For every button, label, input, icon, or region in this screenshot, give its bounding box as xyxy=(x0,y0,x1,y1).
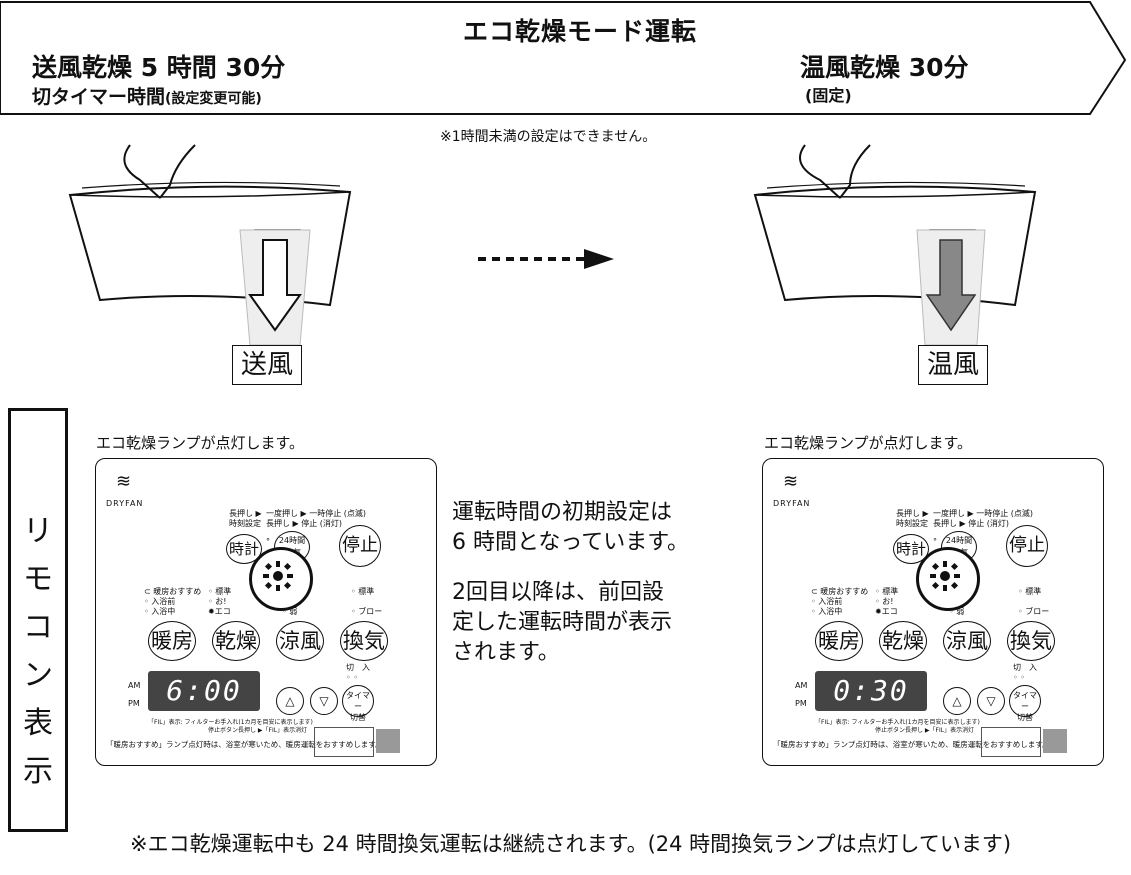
heat-options: ⊂ 暖房おすすめ◦ 入浴前◦ 入浴中 xyxy=(811,587,869,616)
stop-hint: 一度押し ▶ 一時停止 (点滅)長押し ▶ 停止 (消灯) xyxy=(933,509,1034,528)
cool-button[interactable]: 涼風 xyxy=(276,621,324,661)
eco-lamp-icon xyxy=(263,561,293,591)
fil-note: 「FIL」表示: フィルターお手入れ(1カ月を目安に表示します)停止ボタン長押し… xyxy=(148,719,313,734)
timer-switch-button[interactable]: タイマー切替 xyxy=(1009,685,1041,722)
transition-arrow-icon xyxy=(478,249,614,269)
min-setting-note: ※1時間未満の設定はできません。 xyxy=(440,129,657,145)
dryer-unit-left xyxy=(68,144,352,346)
vent-options: ◦ 標準◦ ブロー xyxy=(1018,587,1050,616)
timer-off-on-label: 切 入◦ ◦ xyxy=(346,663,370,682)
lamp-note-right: エコ乾燥ランプが点灯します。 xyxy=(764,434,973,452)
am-label: AM xyxy=(128,681,141,690)
banner-title: エコ乾燥モード運転 xyxy=(462,17,697,46)
fixed-label: (固定) xyxy=(805,86,852,105)
sensor-window xyxy=(314,727,374,757)
timer-switch-button[interactable]: タイマー切替 xyxy=(342,685,374,722)
down-button[interactable]: ▽ xyxy=(310,687,338,715)
vent-button[interactable]: 換気 xyxy=(340,621,388,661)
receiver-window xyxy=(376,729,400,753)
remote-display-label: リモコン表示 xyxy=(23,514,53,789)
mode-banner xyxy=(0,1,1127,115)
clock-hint: 長押し ▶時刻設定 xyxy=(229,509,262,528)
time-readout: 6:00 xyxy=(166,674,242,707)
off-timer-label: 切タイマー時間(設定変更可能) xyxy=(32,86,262,108)
cool-option: ◦ 弱 xyxy=(949,607,965,616)
heat-options: ⊂ 暖房おすすめ◦ 入浴前◦ 入浴中 xyxy=(144,587,202,616)
sensor-window xyxy=(981,727,1041,757)
dryfan-logo-icon: ≋ xyxy=(783,471,799,492)
dry-options: ◦ 標準◦ お!✹エコ xyxy=(875,587,899,616)
timer-off-on-label: 切 入◦ ◦ xyxy=(1013,663,1037,682)
initial-setting-note: 運転時間の初期設定は 6 時間となっています。 2回目以降は、前回設 定した運転… xyxy=(452,500,690,665)
up-button[interactable]: △ xyxy=(276,687,304,715)
remote-display-tab xyxy=(8,408,68,832)
warm-dry-duration: 温風乾燥 30分 xyxy=(800,53,969,82)
stop-button[interactable]: 停止 xyxy=(1006,525,1048,567)
am-label: AM xyxy=(795,681,808,690)
eco-lamp-highlight xyxy=(916,547,980,611)
eco-lamp-highlight xyxy=(249,547,313,611)
cool-button[interactable]: 涼風 xyxy=(943,621,991,661)
dry-options: ◦ 標準◦ お!✹エコ xyxy=(208,587,232,616)
lamp-note-left: エコ乾燥ランプが点灯します。 xyxy=(96,434,305,452)
receiver-window xyxy=(1043,729,1067,753)
heat-button[interactable]: 暖房 xyxy=(148,621,196,661)
clock-hint: 長押し ▶時刻設定 xyxy=(896,509,929,528)
heat-recommend-note: 「暖房おすすめ」ランプ点灯時は、浴室が寒いため、暖房運転をおすすめします。 xyxy=(106,740,383,749)
fan-mode-label: 送風 xyxy=(232,345,303,385)
brand: DRYFAN xyxy=(773,499,811,508)
heat-recommend-note: 「暖房おすすめ」ランプ点灯時は、浴室が寒いため、暖房運転をおすすめします。 xyxy=(773,740,1050,749)
up-button[interactable]: △ xyxy=(943,687,971,715)
remote-left: ≋ DRYFAN 長押し ▶時刻設定 一度押し ▶ 一時停止 (点滅)長押し ▶… xyxy=(95,458,437,766)
time-display: 0:30 xyxy=(815,671,927,711)
cool-option: ◦ 弱 xyxy=(282,607,298,616)
stop-button[interactable]: 停止 xyxy=(339,525,381,567)
heat-button[interactable]: 暖房 xyxy=(815,621,863,661)
dry-button[interactable]: 乾燥 xyxy=(212,621,260,661)
eco-lamp-icon xyxy=(930,561,960,591)
down-button[interactable]: ▽ xyxy=(977,687,1005,715)
vent-button[interactable]: 換気 xyxy=(1007,621,1055,661)
stop-hint: 一度押し ▶ 一時停止 (点滅)長押し ▶ 停止 (消灯) xyxy=(266,509,367,528)
time-readout: 0:30 xyxy=(833,674,909,707)
warm-mode-label: 温風 xyxy=(918,345,989,385)
24h-vent-continue-note: ※エコ乾燥運転中も 24 時間換気運転は継続されます。(24 時間換気ランプは点… xyxy=(130,832,1012,856)
pm-label: PM xyxy=(128,699,140,708)
fan-dry-duration: 送風乾燥 5 時間 30分 xyxy=(32,53,286,82)
dryer-unit-right xyxy=(753,144,1037,346)
dryfan-logo-icon: ≋ xyxy=(116,471,132,492)
brand: DRYFAN xyxy=(106,499,144,508)
fil-note: 「FIL」表示: フィルターお手入れ(1カ月を目安に表示します)停止ボタン長押し… xyxy=(815,719,980,734)
time-display: 6:00 xyxy=(148,671,260,711)
vent-options: ◦ 標準◦ ブロー xyxy=(351,587,383,616)
dry-button[interactable]: 乾燥 xyxy=(879,621,927,661)
remote-right: ≋ DRYFAN 長押し ▶時刻設定 一度押し ▶ 一時停止 (点滅)長押し ▶… xyxy=(762,458,1104,766)
pm-label: PM xyxy=(795,699,807,708)
